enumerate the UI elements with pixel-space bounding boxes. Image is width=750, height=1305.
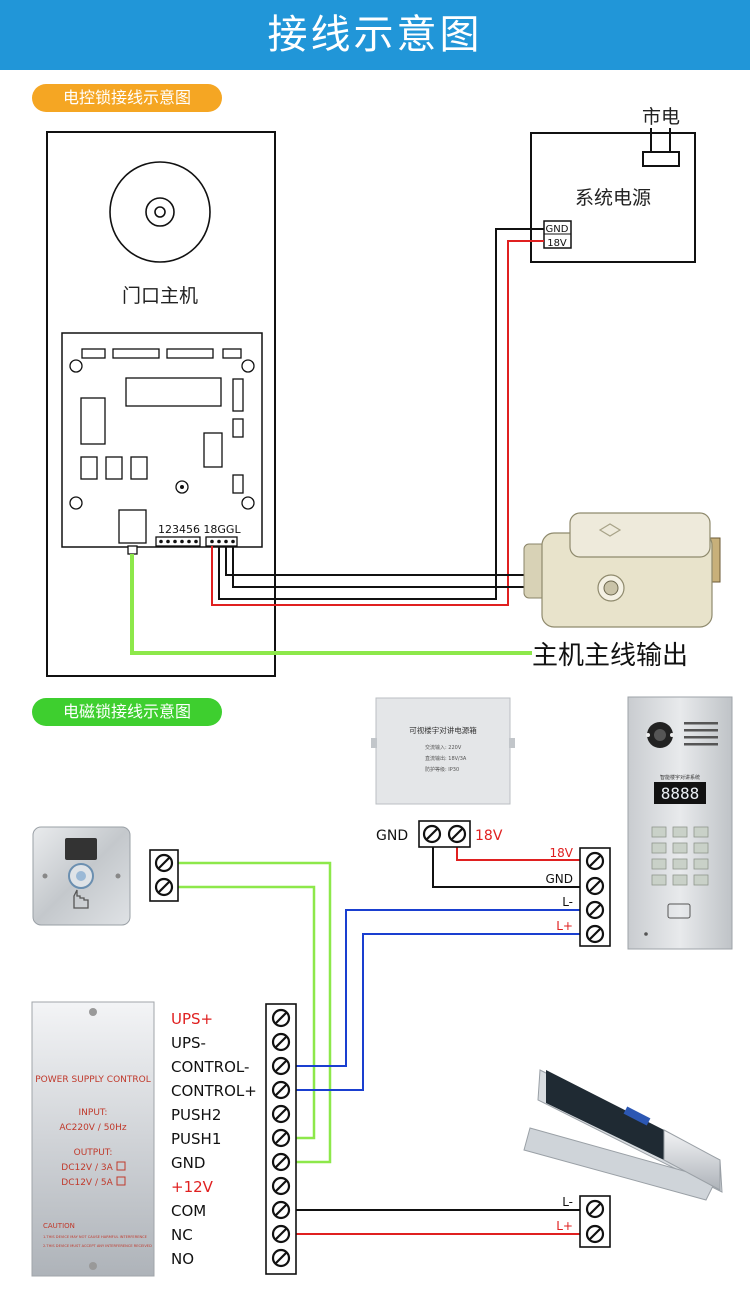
lock-terminal-l-minus: L- <box>562 1195 573 1209</box>
section-pill-magnetic-lock: 电磁锁接线示意图 <box>32 698 222 726</box>
circuit-board: 123456 18GGL <box>61 332 263 555</box>
psc-input-value: AC220V / 50Hz <box>59 1123 127 1133</box>
psc-output-label: OUTPUT: <box>74 1148 113 1158</box>
intercom-display-title: 智能楼宇对讲系统 <box>660 774 700 781</box>
checkbox-icon <box>116 1161 126 1171</box>
door-unit-label: 门口主机 <box>122 285 198 307</box>
output-label: 主机主线输出 <box>532 641 688 671</box>
terminal-label-control-minus: CONTROL- <box>171 1058 249 1076</box>
lock-logo-icon <box>598 523 622 537</box>
terminal-label-nc: NC <box>171 1226 193 1244</box>
control-terminal-labels: UPS+ UPS- CONTROL- CONTROL+ PUSH2 PUSH1 … <box>171 1010 257 1268</box>
psu-gnd-terminal-label: GND <box>376 828 408 844</box>
power-supply-label: 系统电源 <box>575 187 651 209</box>
psu-gnd-label: GND <box>546 224 569 235</box>
intercom-terminal-l-plus: L+ <box>556 919 573 933</box>
intercom-terminal-18v: 18V <box>550 846 574 860</box>
psu-box-line-3: 防护等级: IP30 <box>425 766 459 773</box>
terminal-label-12v: +12V <box>171 1178 214 1196</box>
psc-input-label: INPUT: <box>79 1108 108 1118</box>
intercom-panel-image: 智能楼宇对讲系统 8888 <box>627 696 733 950</box>
terminal-label-push2: PUSH2 <box>171 1106 221 1124</box>
terminal-label-ups-plus: UPS+ <box>171 1010 213 1028</box>
lock-label-icon <box>623 1106 651 1126</box>
control-terminal-block <box>265 1003 297 1275</box>
section2-wires <box>174 834 583 1235</box>
terminal-label-no: NO <box>171 1250 194 1268</box>
page-title: 接线示意图 <box>267 12 483 58</box>
section1-wires <box>130 228 544 655</box>
psu-output-terminal: GND 18V <box>376 820 503 848</box>
intercom-display <box>654 782 706 804</box>
exit-button-terminal <box>149 849 179 902</box>
terminal-label-ups-minus: UPS- <box>171 1034 206 1052</box>
system-power-supply: 市电 系统电源 GND 18V <box>530 106 696 263</box>
psc-caution: CAUTION <box>43 1222 75 1230</box>
card-reader-icon <box>667 903 691 919</box>
keypad <box>651 826 709 886</box>
checkbox-icon <box>116 1176 126 1186</box>
hand-icon <box>73 889 89 909</box>
psc-output-2: DC12V / 5A <box>61 1178 113 1188</box>
psc-title: POWER SUPPLY CONTROL <box>35 1075 151 1085</box>
terminal-label-gnd: GND <box>171 1154 205 1172</box>
psc-caution-1: 1.THIS DEVICE MAY NOT CAUSE HARMFUL INTE… <box>43 1235 148 1239</box>
terminal-label-123456: 123456 <box>158 523 200 536</box>
power-supply-control-box: POWER SUPPLY CONTROL INPUT: AC220V / 50H… <box>31 1001 155 1277</box>
mains-label: 市电 <box>642 106 680 128</box>
psu-box-line-2: 直流输出: 18V/3A <box>425 755 467 762</box>
psc-output-1: DC12V / 3A <box>61 1163 113 1173</box>
intercom-terminal-gnd: GND <box>545 872 573 886</box>
psc-caution-2: 2.THIS DEVICE MUST ACCEPT ANY INTERFEREN… <box>43 1244 152 1248</box>
section-pill-electric-lock: 电控锁接线示意图 <box>32 84 222 112</box>
electric-lock-image <box>523 512 721 628</box>
psu-18v-terminal-label: 18V <box>475 828 503 844</box>
terminal-label-com: COM <box>171 1202 206 1220</box>
intercom-terminal-l-minus: L- <box>562 895 573 909</box>
speaker-grille-icon <box>684 722 718 746</box>
header-bar <box>0 0 750 70</box>
magnetic-lock-terminal: L- L+ <box>556 1195 611 1248</box>
psu-box-title: 可视楼宇对讲电源箱 <box>409 725 477 735</box>
intercom-display-digits: 8888 <box>661 784 700 803</box>
psu-box-image: 可视楼宇对讲电源箱 交流输入: 220V 直流输出: 18V/3A 防护等级: … <box>371 697 515 805</box>
exit-button-image <box>32 826 131 926</box>
lock-terminal-l-plus: L+ <box>556 1219 573 1233</box>
magnetic-lock-image <box>523 1069 723 1201</box>
terminal-label-18ggl: 18GGL <box>203 523 241 536</box>
terminal-label-push1: PUSH1 <box>171 1130 221 1148</box>
psu-18v-label: 18V <box>547 238 567 249</box>
terminal-label-control-plus: CONTROL+ <box>171 1082 257 1100</box>
button-cover-icon <box>65 838 97 860</box>
psu-box-line-1: 交流输入: 220V <box>425 744 462 751</box>
intercom-terminal: 18V GND L- L+ <box>545 846 611 947</box>
